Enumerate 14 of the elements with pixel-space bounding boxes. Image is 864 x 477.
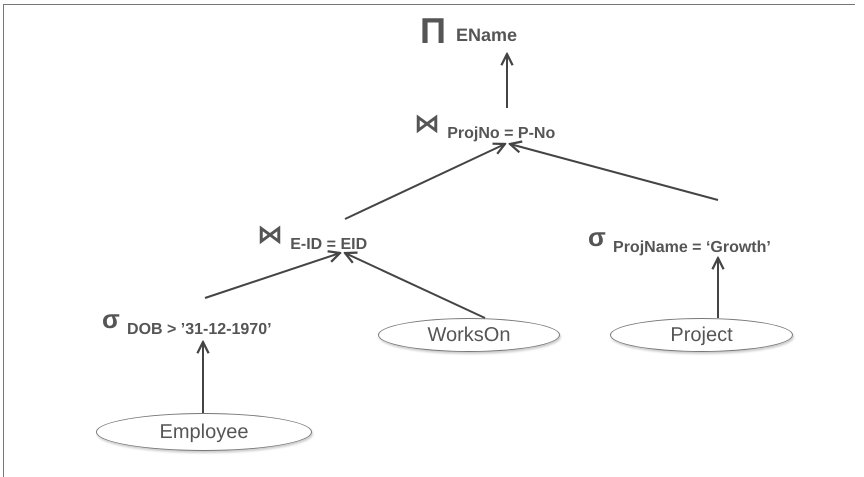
arrow (344, 142, 506, 220)
arrow (204, 250, 342, 299)
relational-operator: ⋈ $_{ProjNo = P-No}$ (412, 108, 608, 144)
arrow (196, 340, 210, 413)
arrow (508, 140, 718, 201)
relation-ellipse: Project (610, 318, 793, 352)
arrow (500, 52, 514, 108)
relational-operator: σ $_{ProjName = ‘Growth’}$ (586, 222, 812, 258)
arrow (344, 252, 486, 319)
arrow (711, 256, 725, 318)
relational-operator: ⋈ $_{E-ID = EID}$ (255, 219, 420, 253)
relation-ellipse: Employee (96, 413, 312, 451)
relation-ellipse: WorksOn (378, 318, 560, 352)
relational-operator: σ $_{DOB > ’31-12-1970’}$ (100, 304, 308, 342)
